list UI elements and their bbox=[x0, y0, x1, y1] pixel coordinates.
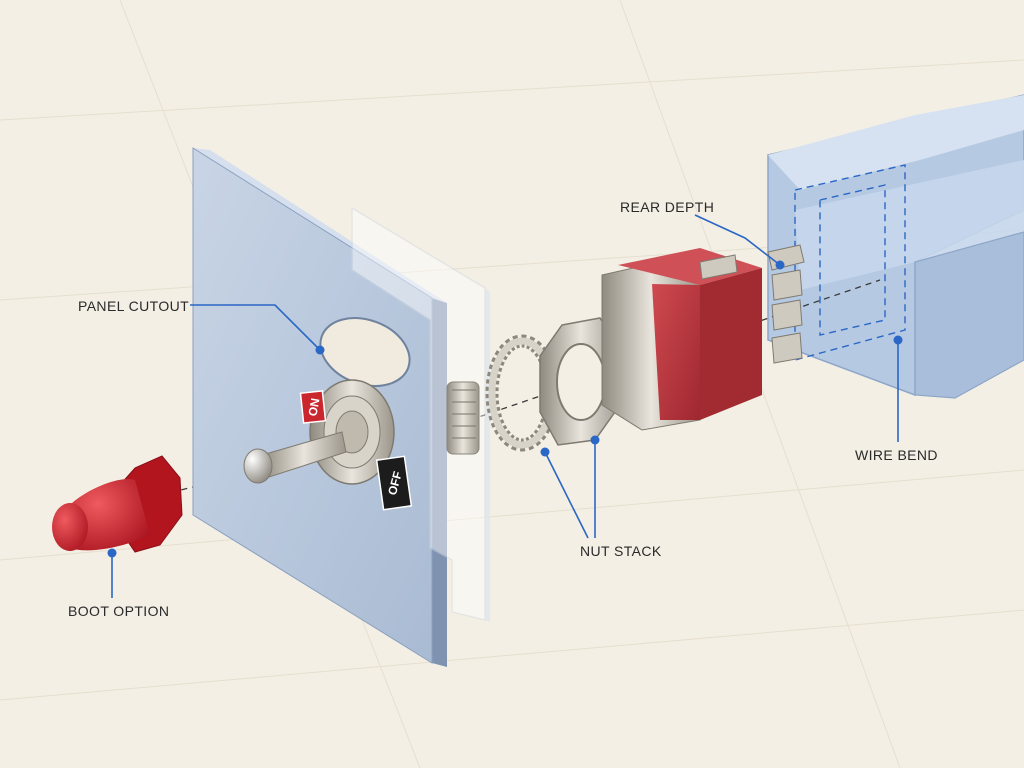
enclosure-channel bbox=[767, 94, 1024, 399]
leader-boot-option bbox=[107, 548, 117, 598]
threaded-bushing bbox=[446, 381, 480, 455]
clear-gasket bbox=[351, 206, 490, 622]
rear-depth-label: REAR DEPTH bbox=[620, 199, 714, 215]
panel-cutout-label: PANEL CUTOUT bbox=[78, 298, 189, 314]
leader-panel-cutout bbox=[190, 304, 325, 355]
nut-stack-label: NUT STACK bbox=[580, 543, 662, 559]
toggle-front bbox=[243, 379, 395, 485]
switch-body bbox=[601, 244, 805, 431]
leader-rear-depth bbox=[694, 214, 785, 270]
leader-wire-bend bbox=[893, 335, 903, 442]
boot-option-label: BOOT OPTION bbox=[68, 603, 169, 619]
wire-bend-label: WIRE BEND bbox=[855, 447, 938, 463]
on-marking: ON bbox=[299, 390, 327, 424]
leader-nut-stack bbox=[540, 435, 600, 539]
rubber-boot bbox=[52, 455, 183, 553]
off-marking: OFF bbox=[375, 455, 413, 511]
off-label: OFF bbox=[385, 470, 405, 497]
on-label: ON bbox=[306, 397, 323, 417]
lever-tip bbox=[243, 448, 273, 484]
